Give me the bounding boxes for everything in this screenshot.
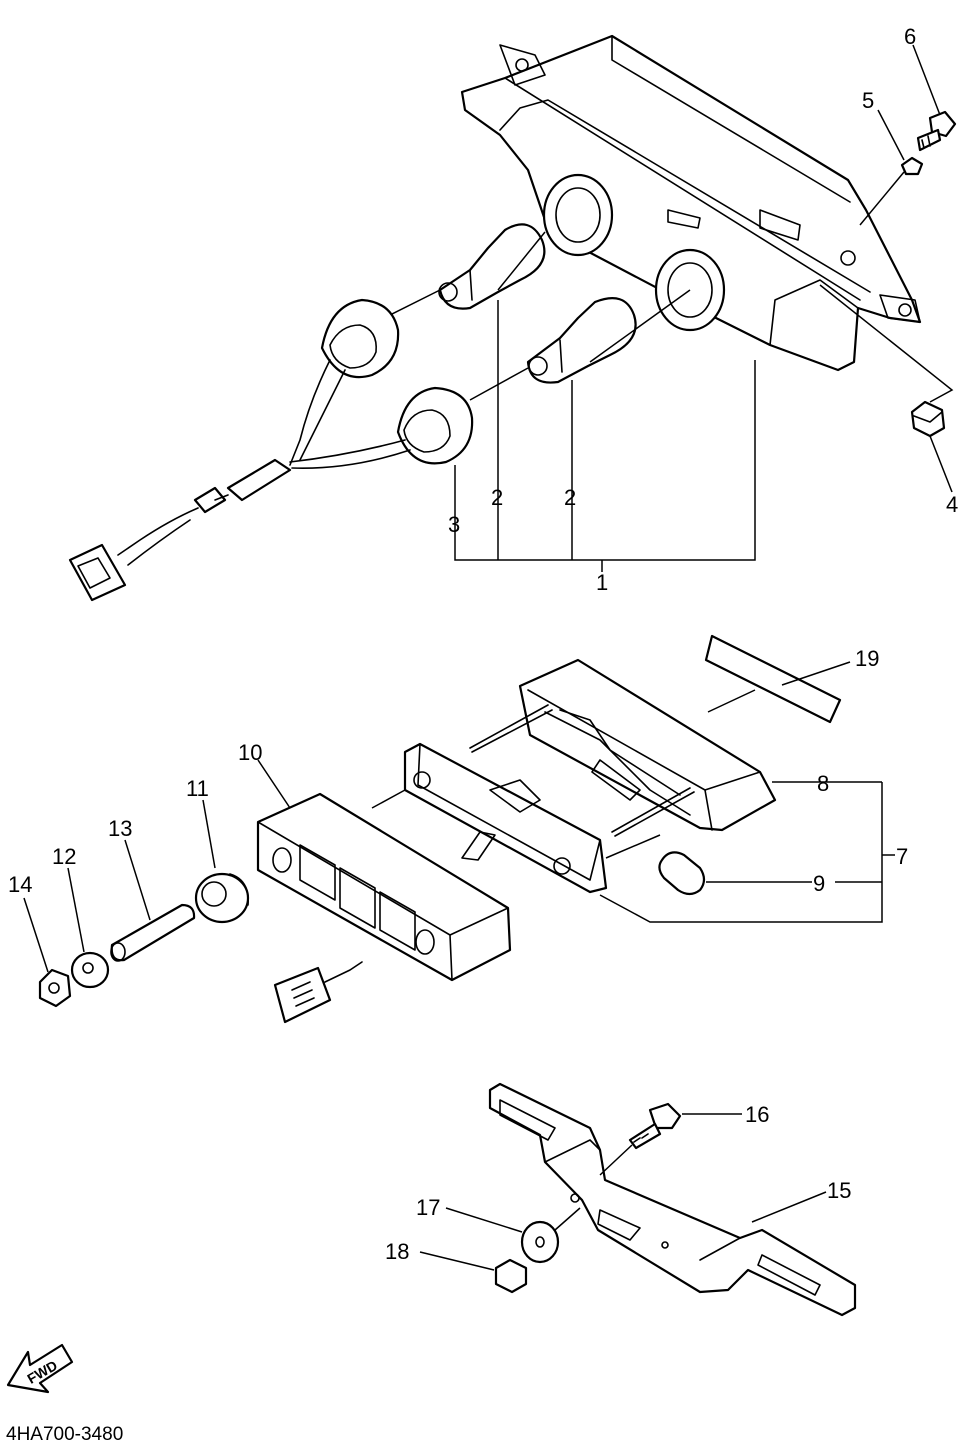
callout-6: 6 xyxy=(904,24,916,49)
group-1-bracket xyxy=(454,300,756,572)
part-15-bracket xyxy=(488,1082,857,1317)
part-12-washer xyxy=(70,951,110,989)
callout-4: 4 xyxy=(946,492,958,517)
part-13-collar xyxy=(110,903,196,962)
callout-16: 16 xyxy=(745,1102,769,1127)
part-14-nut xyxy=(38,968,72,1008)
part-19-label xyxy=(704,634,842,724)
license-plate-base xyxy=(403,742,608,894)
callout-2-left: 2 xyxy=(491,485,503,510)
diagram-code: 4HA700-3480 xyxy=(6,1424,123,1445)
fwd-arrow-icon: FWD xyxy=(6,1343,74,1394)
part-11-grommet xyxy=(194,872,250,924)
part-18-nut xyxy=(494,1258,528,1294)
callout-11: 11 xyxy=(186,776,209,801)
callout-17: 17 xyxy=(416,1195,440,1220)
part-8-lens-housing xyxy=(518,658,777,832)
socket-harness xyxy=(68,298,474,602)
callout-5: 5 xyxy=(862,88,874,113)
bulb-lower xyxy=(526,297,637,384)
part-6-screw xyxy=(916,110,957,152)
callout-3: 3 xyxy=(448,512,460,537)
callout-12: 12 xyxy=(52,844,76,869)
callout-9: 9 xyxy=(813,871,825,896)
part-9-bulb xyxy=(658,851,706,896)
callout-13: 13 xyxy=(108,816,132,841)
bulb-upper xyxy=(438,223,546,310)
tail-light-housing xyxy=(460,34,922,372)
part-17-washer xyxy=(520,1220,560,1264)
part-4-nut xyxy=(910,400,946,438)
callout-14: 14 xyxy=(8,872,32,897)
part-10-cover xyxy=(256,792,512,982)
connector-plug xyxy=(273,961,363,1024)
part-5-washer xyxy=(900,156,924,176)
part-16-bolt xyxy=(628,1102,682,1150)
callout-2-right: 2 xyxy=(564,485,576,510)
callout-10: 10 xyxy=(238,740,262,765)
callout-19: 19 xyxy=(855,646,879,671)
callout-8: 8 xyxy=(817,771,829,796)
callout-15: 15 xyxy=(827,1178,851,1203)
callout-18: 18 xyxy=(385,1239,409,1264)
callout-7: 7 xyxy=(896,844,908,869)
callout-1: 1 xyxy=(596,570,608,595)
